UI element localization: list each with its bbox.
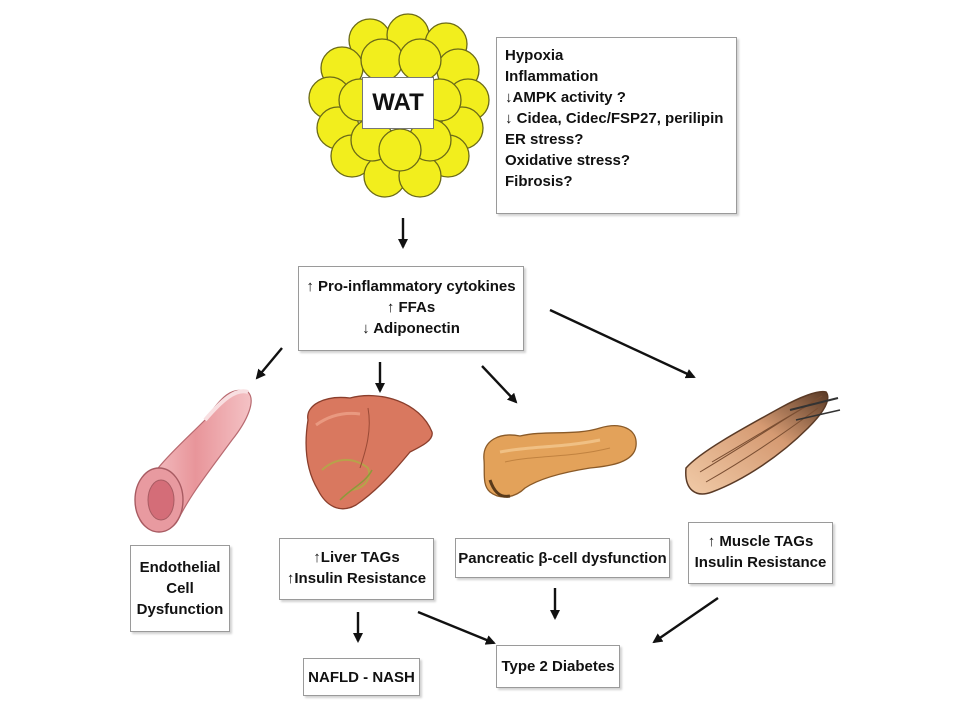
mechanism-line: ↓AMPK activity ?	[505, 89, 626, 106]
mechanisms-box: Hypoxia Inflammation ↓AMPK activity ? ↓ …	[496, 37, 737, 214]
mechanism-line: ER stress?	[505, 131, 584, 148]
mediator-line: ↑ FFAs	[386, 299, 436, 316]
arrow-mediators-to-muscle	[549, 308, 696, 379]
liver-line: ↑Insulin Resistance	[286, 570, 427, 587]
endothelial-line: Dysfunction	[136, 601, 224, 618]
arrow-muscle-to-diabetes	[652, 597, 719, 644]
adipocyte-cell	[398, 38, 442, 82]
adipocyte-cluster-illustration	[308, 13, 490, 198]
liver-box: ↑Liver TAGs ↑Insulin Resistance	[279, 538, 434, 600]
mechanism-line: Inflammation	[505, 68, 599, 85]
adipocyte-cell	[360, 38, 404, 82]
mechanism-line: ↓ Cidea, Cidec/FSP27, perilipin	[505, 110, 724, 127]
endothelial-line: Endothelial	[139, 559, 221, 576]
nafld-nash-box: NAFLD - NASH	[303, 658, 420, 696]
muscle-illustration	[685, 390, 841, 495]
pancreas-illustration	[483, 425, 637, 498]
adipocyte-cell	[378, 128, 422, 172]
mediator-line: ↓ Adiponectin	[362, 320, 460, 337]
mechanism-line: Oxidative stress?	[505, 152, 631, 169]
mechanism-line: Fibrosis?	[505, 173, 573, 190]
muscle-line: ↑ Muscle TAGs	[707, 533, 814, 550]
muscle-box: ↑ Muscle TAGs Insulin Resistance	[688, 522, 833, 584]
pancreas-line: Pancreatic β-cell dysfunction	[458, 550, 667, 567]
mediator-line: ↑ Pro-inflammatory cytokines	[306, 278, 516, 295]
liver-line: ↑Liver TAGs	[313, 549, 400, 566]
muscle-line: Insulin Resistance	[694, 554, 827, 571]
mechanism-line: Hypoxia	[505, 47, 564, 64]
endothelial-line: Cell	[166, 580, 194, 597]
blood-vessel-illustration	[134, 389, 252, 533]
mediators-box: ↑ Pro-inflammatory cytokines ↑ FFAs ↓ Ad…	[298, 266, 524, 351]
liver-illustration	[305, 394, 433, 510]
arrow-mediators-to-pancreas	[481, 365, 518, 404]
wat-label: WAT	[362, 77, 434, 129]
arrow-liver-to-diabetes	[417, 610, 496, 645]
diabetes-label: Type 2 Diabetes	[501, 658, 615, 675]
nafld-label: NAFLD - NASH	[308, 669, 415, 686]
endothelial-dysfunction-box: Endothelial Cell Dysfunction	[130, 545, 230, 632]
pancreas-box: Pancreatic β-cell dysfunction	[455, 538, 670, 578]
arrow-mediators-to-endothelium	[255, 347, 283, 380]
type-2-diabetes-box: Type 2 Diabetes	[496, 645, 620, 688]
